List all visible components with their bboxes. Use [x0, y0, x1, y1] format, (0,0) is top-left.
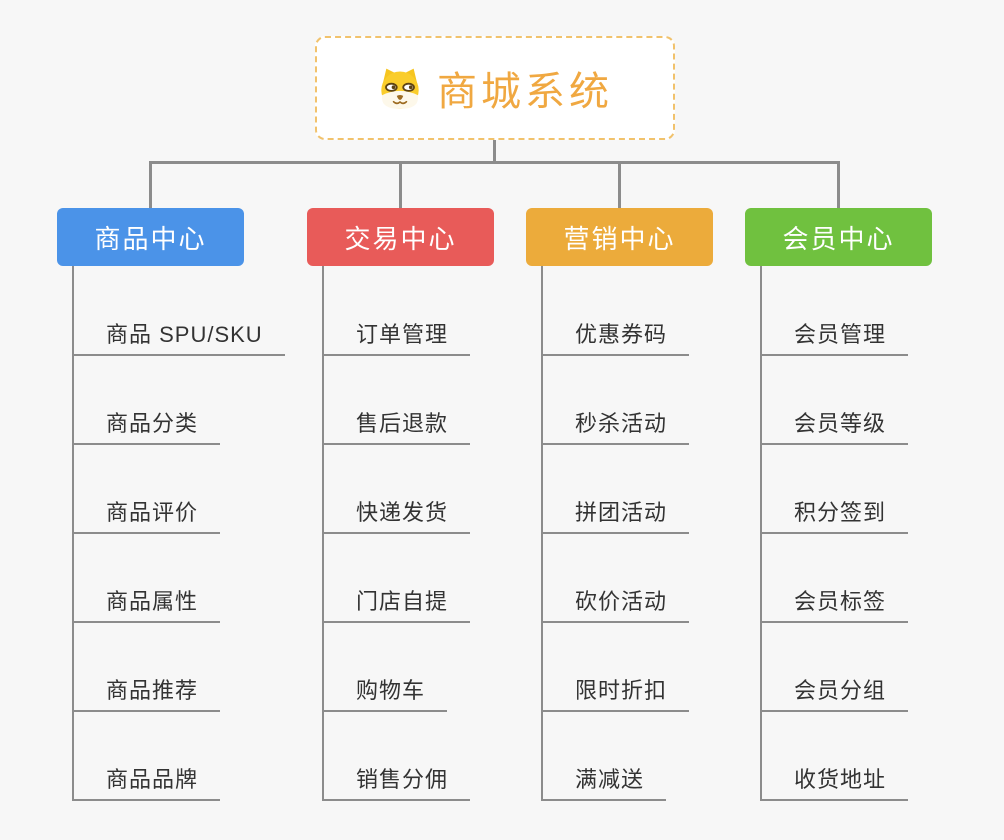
- child-topic-label: 门店自提: [356, 589, 449, 614]
- branch-header-label: 商品中心: [94, 223, 207, 254]
- child-topic[interactable]: 门店自提: [322, 585, 471, 623]
- branch-header[interactable]: 交易中心: [307, 208, 494, 266]
- child-topic-label: 会员等级: [794, 411, 887, 436]
- child-topic-label: 销售分佣: [356, 767, 449, 792]
- branch-header-label: 交易中心: [344, 223, 457, 254]
- child-topic[interactable]: 购物车: [322, 674, 448, 712]
- child-topic[interactable]: 售后退款: [322, 407, 471, 445]
- connector-drop: [837, 161, 840, 208]
- child-topic[interactable]: 收货地址: [760, 763, 909, 801]
- child-topic-label: 限时折扣: [575, 678, 668, 703]
- child-topic-label: 商品品牌: [106, 767, 199, 792]
- child-topic-label: 优惠券码: [575, 322, 668, 347]
- branch-header-label: 会员中心: [782, 223, 895, 254]
- child-topic[interactable]: 商品推荐: [72, 674, 221, 712]
- connector-drop: [399, 161, 402, 208]
- child-topic[interactable]: 商品分类: [72, 407, 221, 445]
- child-topic-label: 商品评价: [106, 500, 199, 525]
- child-topic[interactable]: 会员分组: [760, 674, 909, 712]
- child-topic-label: 砍价活动: [575, 589, 668, 614]
- child-topic[interactable]: 订单管理: [322, 318, 471, 356]
- child-topic-label: 商品属性: [106, 589, 199, 614]
- child-topic[interactable]: 快递发货: [322, 496, 471, 534]
- child-topic[interactable]: 限时折扣: [541, 674, 690, 712]
- child-topic[interactable]: 优惠券码: [541, 318, 690, 356]
- child-topic-label: 收货地址: [794, 767, 887, 792]
- child-topic[interactable]: 商品属性: [72, 585, 221, 623]
- child-topic-label: 会员管理: [794, 322, 887, 347]
- branch-header[interactable]: 营销中心: [526, 208, 713, 266]
- connector-stem: [493, 140, 496, 164]
- child-topic-label: 商品 SPU/SKU: [106, 322, 263, 347]
- child-topic[interactable]: 商品品牌: [72, 763, 221, 801]
- connector-drop: [149, 161, 152, 208]
- child-topic[interactable]: 砍价活动: [541, 585, 690, 623]
- child-topic[interactable]: 商品 SPU/SKU: [72, 318, 285, 356]
- child-topic[interactable]: 秒杀活动: [541, 407, 690, 445]
- branch-header[interactable]: 会员中心: [745, 208, 932, 266]
- child-topic[interactable]: 会员等级: [760, 407, 909, 445]
- child-topic-label: 满减送: [575, 767, 645, 792]
- child-topic-label: 会员分组: [794, 678, 887, 703]
- connector-drop: [618, 161, 621, 208]
- child-topic[interactable]: 销售分佣: [322, 763, 471, 801]
- child-topic[interactable]: 满减送: [541, 763, 667, 801]
- child-topic-label: 秒杀活动: [575, 411, 668, 436]
- connector-bus: [149, 161, 839, 164]
- child-topic-label: 拼团活动: [575, 500, 668, 525]
- child-topic[interactable]: 拼团活动: [541, 496, 690, 534]
- branch-header-label: 营销中心: [563, 223, 676, 254]
- dog-face-icon: [377, 65, 423, 111]
- child-topic-label: 商品推荐: [106, 678, 199, 703]
- child-topic-label: 售后退款: [356, 411, 449, 436]
- child-topic-label: 订单管理: [356, 322, 449, 347]
- child-topic[interactable]: 会员管理: [760, 318, 909, 356]
- child-topic-label: 快递发货: [356, 500, 449, 525]
- root-title: 商城系统: [437, 70, 613, 114]
- root-node[interactable]: 商城系统: [315, 36, 675, 140]
- child-topic[interactable]: 会员标签: [760, 585, 909, 623]
- branch-header[interactable]: 商品中心: [57, 208, 244, 266]
- child-topic-label: 会员标签: [794, 589, 887, 614]
- child-topic-label: 购物车: [356, 678, 426, 703]
- child-topic-label: 商品分类: [106, 411, 199, 436]
- child-topic[interactable]: 积分签到: [760, 496, 909, 534]
- child-topic-label: 积分签到: [794, 500, 887, 525]
- child-topic[interactable]: 商品评价: [72, 496, 221, 534]
